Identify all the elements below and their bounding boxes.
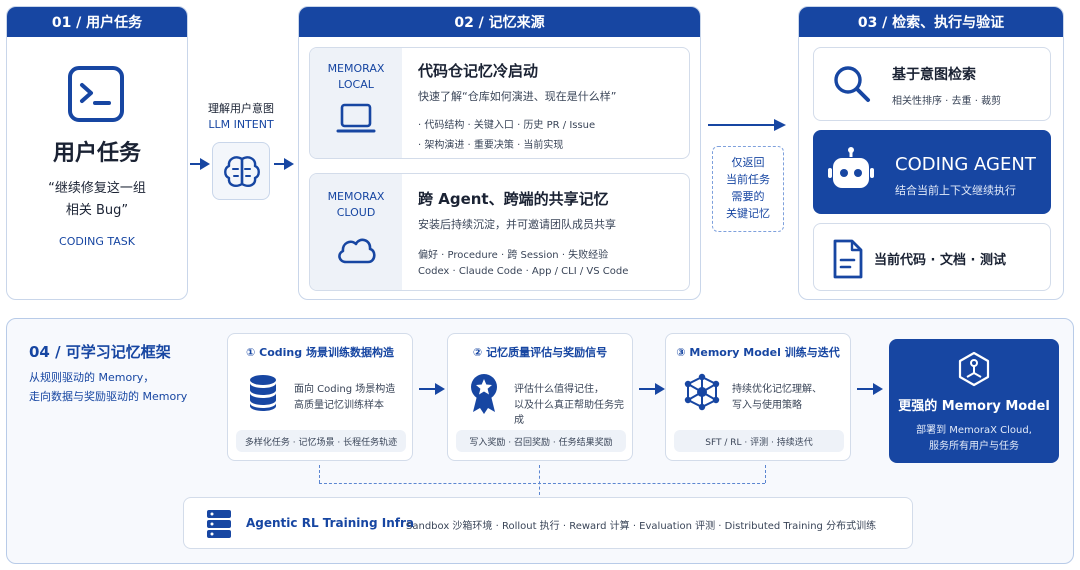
infra-items: Sandbox 沙箱环境 · Rollout 执行 · Reward 计算 · … xyxy=(406,521,877,532)
cloud-title: 跨 Agent、跨端的共享记忆 xyxy=(418,190,609,208)
local-desc: 快速了解“仓库如何演进、现在是什么样” xyxy=(418,90,617,103)
cloud-bullets-1: 偏好 · Procedure · 跨 Session · 失败经验 xyxy=(418,250,609,261)
result-title: 更强的 Memory Model xyxy=(898,399,1050,414)
local-tag-2: LOCAL xyxy=(338,78,374,91)
robot-icon xyxy=(825,146,877,198)
local-tag-1: MEMORAX xyxy=(327,62,385,75)
cloud-desc: 安装后持续沉淀，并可邀请团队成员共享 xyxy=(418,218,616,231)
intent-sub: LLM INTENT xyxy=(208,118,274,131)
return-note-3: 需要的 xyxy=(731,190,765,203)
cloud-tag-2: CLOUD xyxy=(336,206,376,219)
step3-line2: 写入与使用策略 xyxy=(732,400,802,411)
user-task-quote-1: “继续修复这一组 xyxy=(48,181,146,196)
memorax-cloud-card: MEMORAX CLOUD 跨 Agent、跨端的共享记忆 安装后持续沉淀，并可… xyxy=(309,173,690,291)
step-data-construction: ① Coding 场景训练数据构造 面向 Coding 场景构造 高质量记忆训练… xyxy=(227,333,413,461)
coding-task-caption: CODING TASK xyxy=(59,235,135,248)
brain-icon xyxy=(212,142,270,200)
step-model-training: ③ Memory Model 训练与迭代 持续优化记忆理解、 写入与使用策略 S… xyxy=(665,333,851,461)
coding-agent-sub: 结合当前上下文继续执行 xyxy=(895,184,1016,197)
current-code-title: 当前代码 · 文档 · 测试 xyxy=(874,253,1006,268)
result-line2: 服务所有用户与任务 xyxy=(929,441,1019,452)
laptop-icon xyxy=(336,102,376,138)
rl-infra-bar: Agentic RL Training Infra Sandbox 沙箱环境 ·… xyxy=(183,497,913,549)
arrow-to-intent xyxy=(190,163,202,165)
local-tag-box xyxy=(310,48,402,158)
memorax-local-card: MEMORAX LOCAL 代码仓记忆冷启动 快速了解“仓库如何演进、现在是什么… xyxy=(309,47,690,159)
infra-title: Agentic RL Training Infra xyxy=(246,516,414,530)
retrieval-header: 03 / 检索、执行与验证 xyxy=(799,7,1063,37)
user-task-header: 01 / 用户任务 xyxy=(7,7,187,37)
learnable-memory-desc-1: 从规则驱动的 Memory， xyxy=(29,371,155,384)
local-title: 代码仓记忆冷启动 xyxy=(418,62,539,80)
cloud-bullets-2: Codex · Claude Code · App / CLI / VS Cod… xyxy=(418,266,629,277)
step1-chips: 多样化任务 · 记忆场景 · 长程任务轨迹 xyxy=(236,430,406,452)
step2-line1: 评估什么值得记住， xyxy=(514,384,604,395)
user-task-quote-2: 相关 Bug” xyxy=(65,203,129,218)
cloud-icon xyxy=(334,232,378,268)
search-icon xyxy=(830,62,874,106)
infra-connector-v3 xyxy=(765,465,766,483)
learnable-memory-title: 04 / 可学习记忆框架 xyxy=(29,343,171,361)
step2-chips: 写入奖励 · 召回奖励 · 任务结果奖励 xyxy=(456,430,626,452)
award-icon xyxy=(468,372,500,414)
arrow-step2-3 xyxy=(639,383,665,395)
step2-line2: 以及什么真正帮助任务完成 xyxy=(514,400,624,426)
return-note-4: 关键记忆 xyxy=(726,207,770,220)
intent-search-sub: 相关性排序 · 去重 · 裁剪 xyxy=(892,96,1002,107)
network-icon xyxy=(682,372,722,412)
step3-line1: 持续优化记忆理解、 xyxy=(732,384,822,395)
learnable-memory-desc-2: 走向数据与奖励驱动的 Memory xyxy=(29,390,188,403)
user-task-panel: 01 / 用户任务 用户任务 “继续修复这一组 相关 Bug” CODING T… xyxy=(6,6,188,300)
intent-search-card: 基于意图检索 相关性排序 · 去重 · 裁剪 xyxy=(813,47,1051,121)
local-bullets-2: · 架构演进 · 重要决策 · 当前实现 xyxy=(418,140,564,151)
return-note-1: 仅返回 xyxy=(731,156,765,169)
model-icon xyxy=(957,351,991,387)
memory-source-header: 02 / 记忆来源 xyxy=(299,7,700,37)
stronger-memory-model-card: 更强的 Memory Model 部署到 MemoraX Cloud, 服务所有… xyxy=(889,339,1059,463)
arrow-to-memory xyxy=(274,163,286,165)
local-bullets-1: · 代码结构 · 关键入口 · 历史 PR / Issue xyxy=(418,120,596,131)
intent-label: 理解用户意图 xyxy=(208,102,274,115)
infra-connector-h xyxy=(319,483,765,484)
infra-connector-v1 xyxy=(319,465,320,483)
server-icon xyxy=(206,509,232,539)
document-icon xyxy=(830,238,866,280)
cloud-tag-1: MEMORAX xyxy=(327,190,385,203)
retrieval-panel: 03 / 检索、执行与验证 基于意图检索 相关性排序 · 去重 · 裁剪 COD… xyxy=(798,6,1064,300)
step1-line1: 面向 Coding 场景构造 xyxy=(294,384,396,395)
step-quality-reward: ② 记忆质量评估与奖励信号 评估什么值得记住， 以及什么真正帮助任务完成 写入奖… xyxy=(447,333,633,461)
step3-title: ③ Memory Model 训练与迭代 xyxy=(676,346,840,359)
infra-connector-v2 xyxy=(539,465,540,495)
arrow-to-retrieval xyxy=(708,124,774,126)
arrow-step1-2 xyxy=(419,383,445,395)
step1-line2: 高质量记忆训练样本 xyxy=(294,400,384,411)
coding-agent-card: CODING AGENT 结合当前上下文继续执行 xyxy=(813,130,1051,214)
current-code-card: 当前代码 · 文档 · 测试 xyxy=(813,223,1051,291)
coding-agent-title: CODING AGENT xyxy=(895,154,1036,175)
step3-chips: SFT / RL · 评测 · 持续迭代 xyxy=(674,430,844,452)
terminal-icon xyxy=(67,65,125,123)
return-note-2: 当前任务 xyxy=(726,173,770,186)
result-line1: 部署到 MemoraX Cloud, xyxy=(916,425,1032,436)
return-note-box xyxy=(712,146,784,232)
cloud-tag-box xyxy=(310,174,402,290)
user-task-title: 用户任务 xyxy=(52,141,141,166)
database-icon xyxy=(248,374,278,412)
arrow-step3-result xyxy=(857,383,883,395)
intent-search-title: 基于意图检索 xyxy=(892,67,976,83)
memory-source-panel: 02 / 记忆来源 MEMORAX LOCAL 代码仓记忆冷启动 快速了解“仓库… xyxy=(298,6,701,300)
learnable-memory-panel: 04 / 可学习记忆框架 从规则驱动的 Memory， 走向数据与奖励驱动的 M… xyxy=(6,318,1074,564)
step2-title: ② 记忆质量评估与奖励信号 xyxy=(472,346,608,359)
step1-title: ① Coding 场景训练数据构造 xyxy=(246,346,394,359)
